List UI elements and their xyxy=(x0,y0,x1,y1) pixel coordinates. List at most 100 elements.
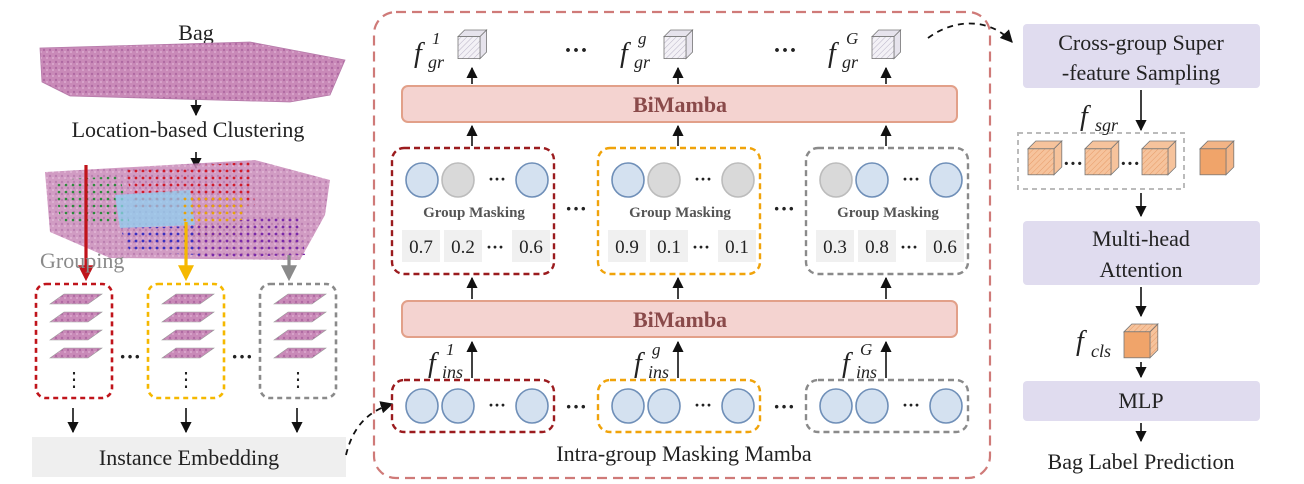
patch-tile xyxy=(161,293,215,305)
ins-ellipsis-1: ··· xyxy=(565,394,587,419)
bimamba-bottom-label: BiMamba xyxy=(633,307,727,332)
instance-ellipsis: ··· xyxy=(902,395,920,415)
f-ins-superscript: g xyxy=(652,340,661,359)
f-gr-subscript: gr xyxy=(634,52,651,72)
left-group-vdots: ⋮ xyxy=(176,369,196,391)
f-gr-superscript: 1 xyxy=(432,29,441,48)
instance-token-circle xyxy=(929,388,963,424)
mamba-to-sampling-arrow xyxy=(927,22,1013,43)
masked-token-circle xyxy=(819,162,853,198)
f-gr-subscript: gr xyxy=(842,52,859,72)
token-circle xyxy=(405,162,439,198)
clustering-label: Location-based Clustering xyxy=(72,117,305,142)
attention-line2: Attention xyxy=(1099,257,1182,282)
patch-tile xyxy=(49,347,103,359)
patch-tile xyxy=(273,311,327,323)
gr-ellipsis-2: ··· xyxy=(773,38,797,64)
mlp-box xyxy=(1023,381,1260,421)
patch-tile xyxy=(161,311,215,323)
f-ins-superscript: G xyxy=(860,340,872,359)
instance-embedding-box xyxy=(32,437,346,477)
score-ellipsis: ··· xyxy=(692,237,710,257)
patch-tile xyxy=(161,329,215,341)
patch-tile xyxy=(49,311,103,323)
clustered-wsi-image xyxy=(45,160,330,260)
svg-text:f: f xyxy=(1080,101,1091,132)
f-ins-subscript: ins xyxy=(648,362,669,382)
bag-label-prediction: Bag Label Prediction xyxy=(1048,449,1235,474)
group-masking-frame xyxy=(804,146,970,276)
token-ellipsis: ··· xyxy=(488,169,506,189)
ins-ellipsis-2: ··· xyxy=(773,394,795,419)
embedding-to-mamba-arrow xyxy=(345,401,394,456)
f-ins-superscript: 1 xyxy=(446,340,455,359)
mask-score: 0.6 xyxy=(519,237,543,258)
score-cell xyxy=(926,230,964,262)
sgr-ellipsis-2: ··· xyxy=(1120,153,1140,175)
group-masking-frame xyxy=(390,146,556,276)
f-ins-subscript: ins xyxy=(442,362,463,382)
masked-token-circle xyxy=(721,162,755,198)
score-cell xyxy=(650,230,688,262)
score-cell xyxy=(444,230,482,262)
svg-text:cls: cls xyxy=(1091,341,1111,361)
f-ins-subscript: ins xyxy=(856,362,877,382)
svg-text:f: f xyxy=(1076,326,1087,357)
intra-group-masking-mamba-frame xyxy=(372,10,992,480)
mask-score: 0.1 xyxy=(657,237,681,258)
instance-token-circle xyxy=(515,388,549,424)
sampled-feature-cubes xyxy=(1027,140,1235,176)
score-cell xyxy=(718,230,756,262)
mask-score: 0.2 xyxy=(451,237,475,258)
token-ellipsis: ··· xyxy=(902,169,920,189)
intra-group-title: Intra-group Masking Mamba xyxy=(556,441,812,466)
left-group-2: ⋮ xyxy=(146,282,226,400)
f-ins-symbol: f xyxy=(428,348,439,379)
fsgr-symbol: f sgr xyxy=(1080,101,1119,135)
fcls-symbol: f cls xyxy=(1076,326,1111,361)
instance-token-circle xyxy=(819,388,853,424)
instance-token-circle xyxy=(855,388,889,424)
score-cell xyxy=(608,230,646,262)
instance-ellipsis: ··· xyxy=(488,395,506,415)
instance-ellipsis: ··· xyxy=(694,395,712,415)
gr-ellipsis-1: ··· xyxy=(564,38,588,64)
cls-feature-cube xyxy=(1199,140,1235,176)
super-feature-cube xyxy=(1141,140,1177,176)
left-group-vdots: ⋮ xyxy=(288,369,308,391)
sampling-label-line2: -feature Sampling xyxy=(1062,60,1220,85)
masked-token-circle xyxy=(441,162,475,198)
f-gr-symbol: f xyxy=(414,38,425,69)
instance-token-circle xyxy=(405,388,439,424)
f-gr-symbol: f xyxy=(828,38,839,69)
group-masking-label: Group Masking xyxy=(629,205,731,221)
token-circle xyxy=(611,162,645,198)
left-group-frame xyxy=(258,282,338,400)
group-masking-frame xyxy=(596,146,762,276)
f-gr-symbol: f xyxy=(620,38,631,69)
patch-tile xyxy=(49,293,103,305)
score-cell xyxy=(816,230,854,262)
mask-score: 0.8 xyxy=(865,237,889,258)
instance-token-circle xyxy=(611,388,645,424)
instance-embedding-label: Instance Embedding xyxy=(99,445,279,470)
instance-group-frame xyxy=(596,378,762,434)
bag-label: Bag xyxy=(178,20,213,45)
svg-text:sgr: sgr xyxy=(1095,115,1119,135)
attention-line1: Multi-head xyxy=(1092,226,1190,251)
token-circle xyxy=(515,162,549,198)
patch-tile xyxy=(273,347,327,359)
sgr-ellipsis-1: ··· xyxy=(1063,153,1083,175)
token-ellipsis: ··· xyxy=(694,169,712,189)
